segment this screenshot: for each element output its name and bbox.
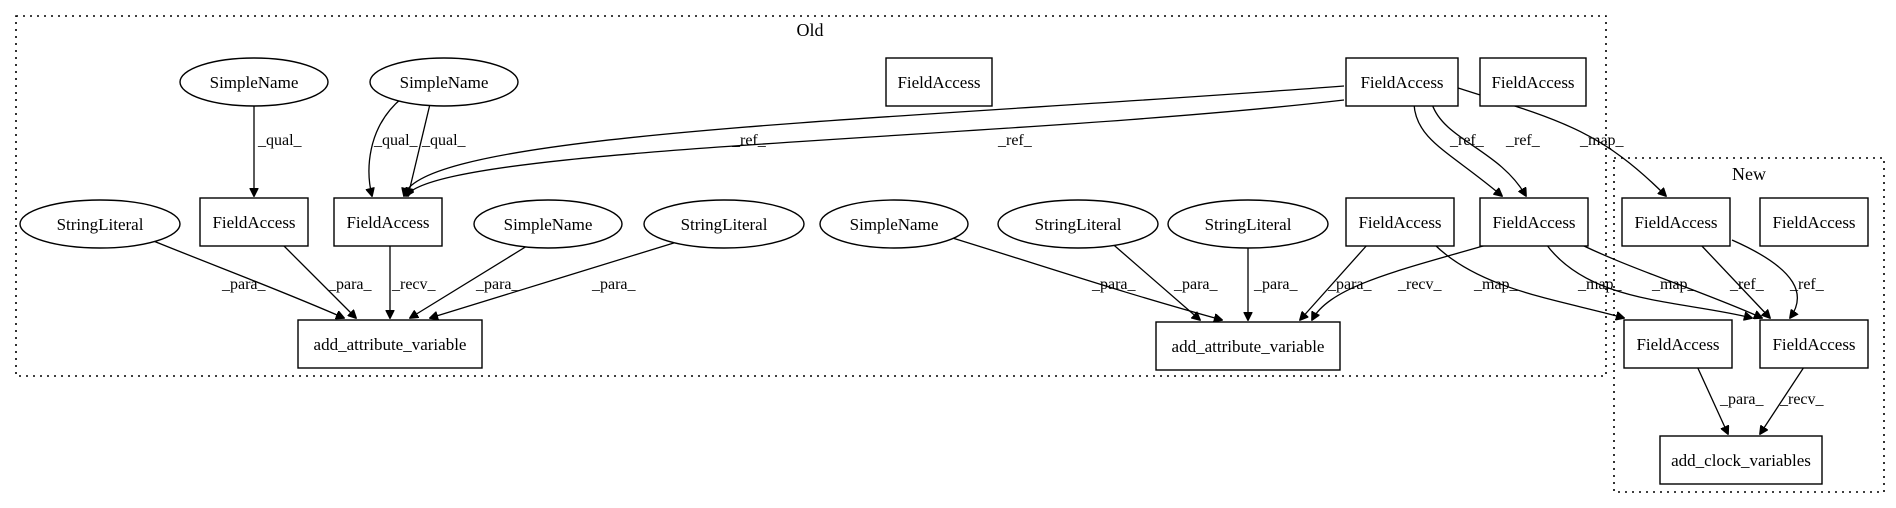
edge-label-map-3: _map_	[1577, 276, 1623, 293]
edge-map-3	[1545, 243, 1752, 318]
nodes-old: SimpleName SimpleName FieldAccess FieldA…	[19, 57, 1589, 371]
edge-labels: _qual_ _qual_ _qual_ _ref_ _ref_ _ref_ _…	[221, 132, 1825, 408]
svg-text:FieldAccess: FieldAccess	[1492, 213, 1575, 232]
edge-label-para-2: _para_	[327, 276, 373, 293]
node-add-attribute-variable-2: add_attribute_variable	[1155, 321, 1341, 371]
node-add-clock-variables: add_clock_variables	[1659, 435, 1823, 485]
edge-label-para-8: _para_	[1327, 276, 1373, 293]
node-fieldaccess-a: FieldAccess	[199, 197, 309, 247]
edge-para-4	[430, 237, 691, 318]
node-stringliteral-4: StringLiteral	[1167, 199, 1329, 249]
edge-para-3	[410, 237, 541, 318]
cluster-old-label: Old	[797, 20, 824, 40]
svg-text:SimpleName: SimpleName	[210, 73, 299, 92]
edge-label-recv-3: _recv_	[1779, 391, 1825, 408]
edge-label-ref-6: _ref_	[1789, 276, 1825, 293]
edge-ref-3	[1413, 103, 1502, 196]
edge-ref-4	[1431, 103, 1526, 196]
edge-label-qual-1: _qual_	[257, 132, 303, 149]
node-simplename-3: SimpleName	[473, 199, 623, 249]
svg-text:SimpleName: SimpleName	[400, 73, 489, 92]
edge-para-8	[1300, 243, 1369, 320]
svg-text:StringLiteral: StringLiteral	[57, 215, 144, 234]
edge-label-para-3: _para_	[475, 276, 521, 293]
node-new-fieldaccess-3: FieldAccess	[1623, 319, 1733, 369]
svg-text:FieldAccess: FieldAccess	[212, 213, 295, 232]
node-fieldaccess-hub: FieldAccess	[1345, 57, 1459, 107]
svg-text:FieldAccess: FieldAccess	[346, 213, 429, 232]
svg-text:FieldAccess: FieldAccess	[1360, 73, 1443, 92]
svg-text:FieldAccess: FieldAccess	[1358, 213, 1441, 232]
edge-label-para-1: _para_	[221, 276, 267, 293]
svg-text:StringLiteral: StringLiteral	[1205, 215, 1292, 234]
edge-qual-3	[408, 103, 431, 196]
node-simplename-1: SimpleName	[179, 57, 329, 107]
edge-para-5	[945, 235, 1222, 320]
node-fieldaccess-top: FieldAccess	[885, 57, 993, 107]
svg-text:add_attribute_variable: add_attribute_variable	[1172, 337, 1325, 356]
edge-para-9	[1695, 363, 1728, 434]
node-fieldaccess-b: FieldAccess	[333, 197, 443, 247]
node-simplename-2: SimpleName	[369, 57, 519, 107]
edge-label-recv-1: _recv_	[391, 276, 437, 293]
edge-label-para-9: _para_	[1719, 391, 1765, 408]
edge-para-6	[1107, 239, 1200, 320]
node-new-fieldaccess-4: FieldAccess	[1759, 319, 1869, 369]
svg-text:FieldAccess: FieldAccess	[1772, 335, 1855, 354]
node-stringliteral-3: StringLiteral	[997, 199, 1159, 249]
edge-ref-1	[404, 85, 1345, 196]
edge-para-2	[281, 243, 356, 318]
edge-map-2	[1433, 243, 1624, 318]
node-new-fieldaccess-1: FieldAccess	[1621, 197, 1731, 247]
nodes-new: FieldAccess FieldAccess FieldAccess Fiel…	[1621, 197, 1869, 485]
edge-recv-3	[1760, 363, 1807, 434]
svg-text:add_clock_variables: add_clock_variables	[1671, 451, 1811, 470]
edge-recv-2	[1312, 243, 1491, 320]
svg-text:FieldAccess: FieldAccess	[1636, 335, 1719, 354]
edge-label-para-4: _para_	[591, 276, 637, 293]
node-stringliteral-2: StringLiteral	[643, 199, 805, 249]
node-fieldaccess-c: FieldAccess	[1345, 197, 1455, 247]
edge-label-ref-5: _ref_	[1729, 276, 1765, 293]
edge-ref-2	[406, 99, 1345, 196]
edge-label-ref-1: _ref_	[731, 132, 767, 149]
edge-label-ref-4: _ref_	[1505, 132, 1541, 149]
svg-text:SimpleName: SimpleName	[850, 215, 939, 234]
node-new-fieldaccess-2: FieldAccess	[1759, 197, 1869, 247]
edge-label-qual-2: _qual_	[373, 132, 419, 149]
cluster-new: New	[1613, 157, 1885, 493]
edge-label-ref-2: _ref_	[997, 132, 1033, 149]
edge-label-para-6: _para_	[1173, 276, 1219, 293]
svg-text:add_attribute_variable: add_attribute_variable	[314, 335, 467, 354]
svg-text:SimpleName: SimpleName	[504, 215, 593, 234]
edge-label-qual-3: _qual_	[421, 132, 467, 149]
node-fieldaccess-d: FieldAccess	[1479, 197, 1589, 247]
svg-text:StringLiteral: StringLiteral	[681, 215, 768, 234]
edge-label-para-7: _para_	[1253, 276, 1299, 293]
edge-label-map-4: _map_	[1651, 276, 1697, 293]
node-simplename-4: SimpleName	[819, 199, 969, 249]
edge-label-map-2: _map_	[1473, 276, 1519, 293]
edge-qual-2	[369, 97, 403, 196]
svg-text:FieldAccess: FieldAccess	[1634, 213, 1717, 232]
svg-text:FieldAccess: FieldAccess	[1491, 73, 1574, 92]
edge-para-1	[145, 237, 344, 318]
edge-label-map-1: _map_	[1579, 132, 1625, 149]
node-stringliteral-1: StringLiteral	[19, 199, 181, 249]
edge-label-recv-2: _recv_	[1397, 276, 1443, 293]
cluster-old: Old	[15, 15, 1607, 377]
svg-text:FieldAccess: FieldAccess	[897, 73, 980, 92]
edge-label-para-5: _para_	[1091, 276, 1137, 293]
edge-ref-6	[1731, 239, 1797, 318]
svg-text:FieldAccess: FieldAccess	[1772, 213, 1855, 232]
edge-ref-5	[1699, 243, 1770, 318]
edge-map-4	[1563, 235, 1762, 318]
cluster-new-label: New	[1732, 164, 1766, 184]
node-fieldaccess-topright: FieldAccess	[1479, 57, 1587, 107]
node-add-attribute-variable-1: add_attribute_variable	[297, 319, 483, 369]
svg-text:StringLiteral: StringLiteral	[1035, 215, 1122, 234]
edge-label-ref-3: _ref_	[1449, 132, 1485, 149]
